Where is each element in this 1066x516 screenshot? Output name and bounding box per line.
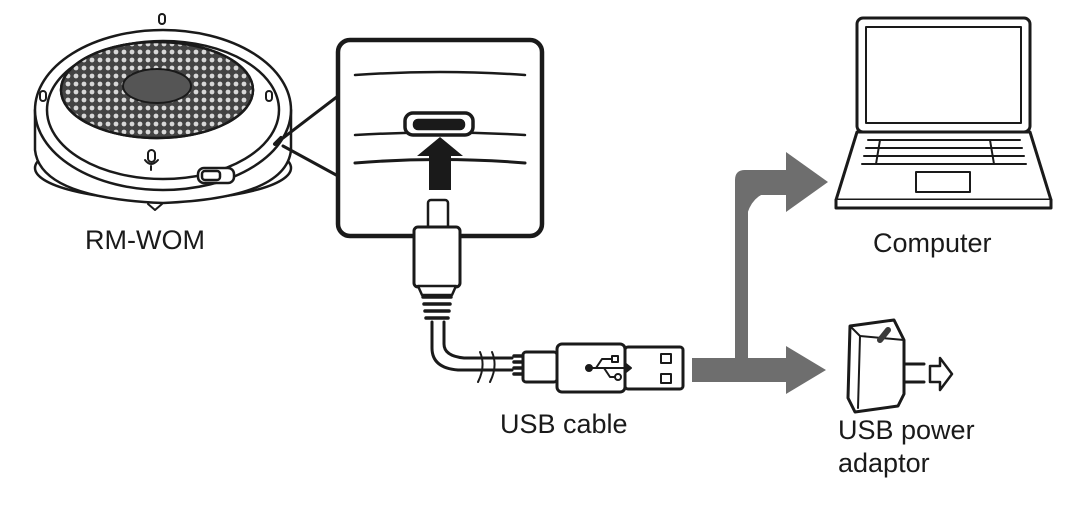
usb-trident-icon <box>585 355 632 381</box>
outlet-arrow-icon <box>928 356 954 392</box>
power-adaptor-icon <box>846 318 954 414</box>
adaptor-label-line2: adaptor <box>838 448 930 478</box>
device-label: RM-WOM <box>85 225 205 255</box>
insert-arrow <box>417 137 463 190</box>
cable-label: USB cable <box>500 409 628 439</box>
usb-port-callout <box>281 37 545 239</box>
adaptor-label-line1: USB power <box>838 415 975 445</box>
speakerphone-device <box>33 13 293 211</box>
adaptor-label: USB power adaptor <box>838 414 975 480</box>
usb-cable <box>412 198 685 394</box>
power-switch <box>196 166 236 185</box>
usb-c-plug <box>412 198 462 320</box>
computer-label: Computer <box>873 228 992 258</box>
usb-port-side <box>273 136 283 146</box>
mic-icon <box>39 13 273 171</box>
connection-arrows <box>692 152 828 394</box>
usb-a-plug <box>512 342 685 394</box>
laptop-icon <box>834 16 1053 210</box>
